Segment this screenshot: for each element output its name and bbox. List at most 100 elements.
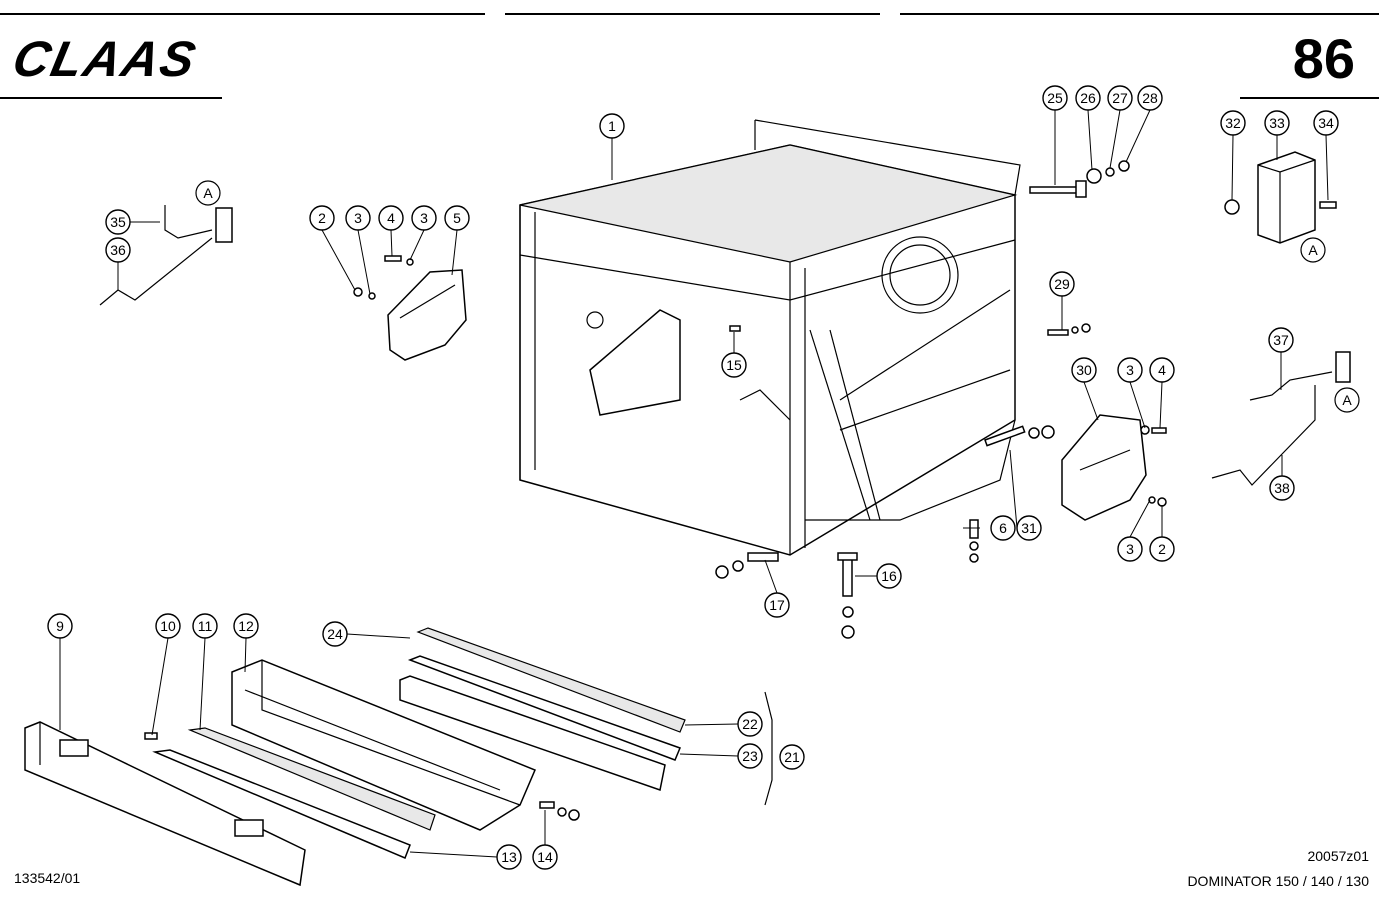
leader-lines: [59, 109, 1329, 858]
bolt-set-16: [837, 552, 858, 639]
callout-4: 4: [378, 205, 404, 231]
screw-15: [729, 325, 741, 332]
svg-text:37: 37: [1273, 332, 1289, 348]
callout-29: 29: [1049, 271, 1075, 297]
callout-26: 26: [1075, 85, 1101, 111]
bolt-set-31: [984, 425, 1055, 447]
main-frame-housing: [519, 119, 1021, 556]
svg-text:9: 9: [56, 618, 64, 634]
bracket-21: [764, 691, 773, 806]
bolt-set-6: [969, 519, 979, 563]
svg-text:1: 1: [608, 118, 616, 134]
callout-3: 3: [345, 205, 371, 231]
strip-23: [407, 655, 681, 761]
lower-bar-9: [24, 721, 306, 887]
callout-22: 22: [737, 711, 763, 737]
callout-3: 3: [1117, 357, 1143, 383]
svg-text:11: 11: [198, 618, 213, 634]
callout-11: 11: [192, 613, 218, 639]
callout-23: 23: [737, 743, 763, 769]
svg-text:33: 33: [1269, 115, 1285, 131]
svg-text:22: 22: [742, 716, 758, 732]
callout-2: 2: [1149, 536, 1175, 562]
callout-24: 24: [322, 621, 348, 647]
detail-a-upper-left: A: [99, 180, 233, 306]
svg-text:13: 13: [501, 849, 517, 865]
callout-12: 12: [233, 613, 259, 639]
detail-marker-a-1: A: [203, 185, 213, 201]
detail-a-right: A: [1211, 351, 1360, 486]
callout-33: 33: [1264, 110, 1290, 136]
callout-3: 3: [1117, 536, 1143, 562]
fasteners-10-14: [144, 732, 580, 821]
model-designation: DOMINATOR 150 / 140 / 130: [1187, 873, 1369, 889]
svg-text:2: 2: [318, 210, 326, 226]
callout-34: 34: [1313, 110, 1339, 136]
callout-5: 5: [444, 205, 470, 231]
svg-text:30: 30: [1076, 362, 1092, 378]
callout-4: 4: [1149, 357, 1175, 383]
right-side-cover: [1061, 414, 1147, 521]
callout-6: 6: [990, 515, 1016, 541]
svg-text:31: 31: [1021, 520, 1037, 536]
detail-a-block: A: [1224, 151, 1337, 263]
callout-37: 37: [1268, 327, 1294, 353]
channel-12: [231, 659, 536, 831]
svg-text:25: 25: [1047, 90, 1063, 106]
detail-marker-a-3: A: [1342, 392, 1352, 408]
svg-text:3: 3: [420, 210, 428, 226]
fasteners-right-cover: [1140, 425, 1167, 507]
bolt-set-29: [1047, 323, 1091, 336]
svg-text:4: 4: [387, 210, 395, 226]
strip-22: [416, 627, 686, 733]
callout-21: 21: [779, 744, 805, 770]
svg-text:3: 3: [354, 210, 362, 226]
strip-21-lower: [399, 675, 666, 791]
svg-text:21: 21: [784, 749, 800, 765]
bolt-set-25-28: [1029, 160, 1130, 198]
svg-text:35: 35: [110, 214, 126, 230]
callout-15: 15: [721, 352, 747, 378]
svg-text:10: 10: [160, 618, 176, 634]
callout-17: 17: [764, 592, 790, 618]
callout-14: 14: [532, 844, 558, 870]
svg-text:16: 16: [881, 568, 897, 584]
callout-38: 38: [1269, 475, 1295, 501]
callout-1: 1: [599, 113, 625, 139]
svg-text:34: 34: [1318, 115, 1334, 131]
callout-28: 28: [1137, 85, 1163, 111]
svg-text:29: 29: [1054, 276, 1070, 292]
svg-text:28: 28: [1142, 90, 1158, 106]
svg-text:14: 14: [537, 849, 553, 865]
svg-text:26: 26: [1080, 90, 1096, 106]
bolt-set-17: [715, 552, 779, 579]
svg-text:12: 12: [238, 618, 254, 634]
svg-text:3: 3: [1126, 541, 1134, 557]
callout-32: 32: [1220, 110, 1246, 136]
svg-text:24: 24: [327, 626, 343, 642]
callout-36: 36: [105, 237, 131, 263]
svg-text:36: 36: [110, 242, 126, 258]
svg-text:4: 4: [1158, 362, 1166, 378]
callout-2: 2: [309, 205, 335, 231]
callout-27: 27: [1107, 85, 1133, 111]
callout-30: 30: [1071, 357, 1097, 383]
callout-13: 13: [496, 844, 522, 870]
svg-text:17: 17: [769, 597, 785, 613]
rail-13: [152, 749, 411, 859]
svg-text:38: 38: [1274, 480, 1290, 496]
drawing-number: 20057z01: [1307, 848, 1369, 864]
svg-text:3: 3: [1126, 362, 1134, 378]
svg-text:32: 32: [1225, 115, 1241, 131]
callout-35: 35: [105, 209, 131, 235]
svg-text:27: 27: [1112, 90, 1128, 106]
callout-31: 31: [1016, 515, 1042, 541]
svg-text:23: 23: [742, 748, 758, 764]
callout-10: 10: [155, 613, 181, 639]
detail-marker-a-2: A: [1308, 242, 1318, 258]
svg-text:2: 2: [1158, 541, 1166, 557]
callout-3: 3: [411, 205, 437, 231]
callout-16: 16: [876, 563, 902, 589]
